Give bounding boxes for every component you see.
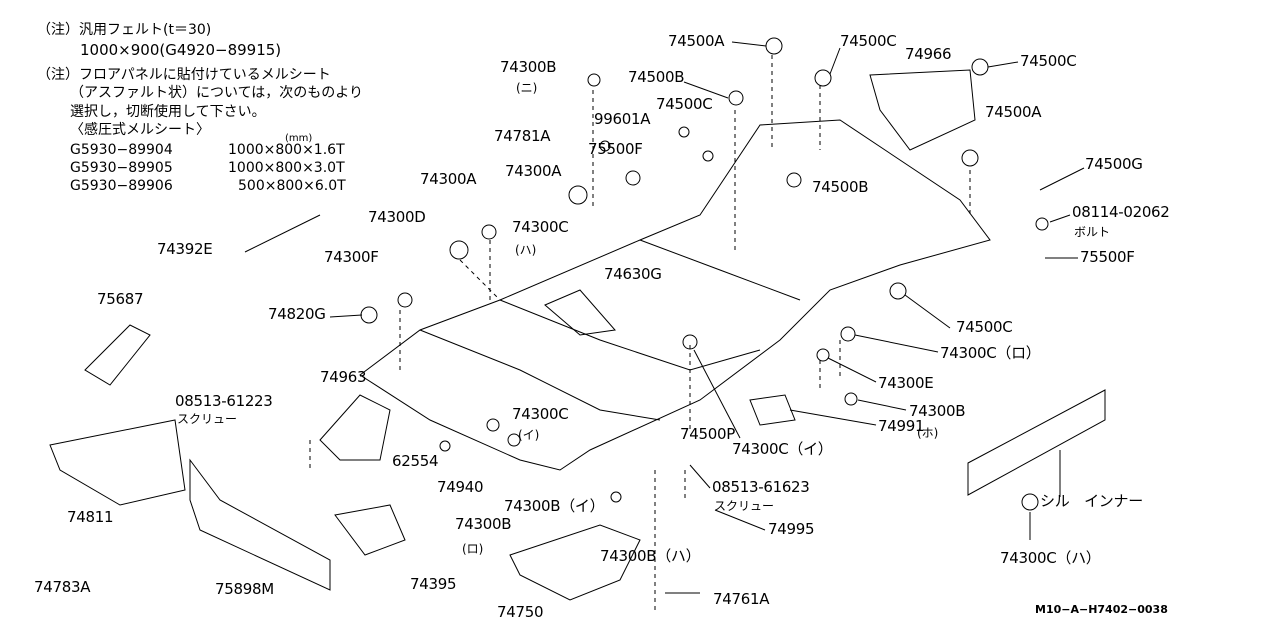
part-label: 74300E (878, 374, 934, 392)
part-label: 74811 (67, 508, 114, 526)
part-label: 74500A (668, 32, 725, 50)
part-label: 74500C (1020, 52, 1077, 70)
sill-inner-plate (967, 389, 1106, 496)
part-label: 74300B（イ） (504, 497, 605, 515)
part-label: 74500A (985, 103, 1042, 121)
part-label: 08114-02062 (1072, 203, 1170, 221)
part-label: (ニ) (516, 81, 538, 95)
part-label: 74500B (812, 178, 869, 196)
part-label: 74300B（ハ） (600, 547, 701, 565)
part-label: 74300D (368, 208, 426, 226)
part-label: 74300C（イ） (732, 440, 833, 458)
part-label: 74300C (512, 218, 569, 236)
note-2-line-4: 〈感圧式メルシート〉 (70, 122, 210, 138)
note-2-line-1: （注）フロアパネルに貼付けているメルシート (37, 67, 331, 83)
floor-panel (359, 119, 991, 471)
part-label: 74500B (628, 68, 685, 86)
part-label: 75500F (588, 140, 643, 158)
part-label: 74781A (494, 127, 551, 145)
part-label: 74395 (410, 575, 457, 593)
part-label: (ホ) (917, 426, 939, 440)
part-label: 08513-61223 (175, 392, 273, 410)
leader-lines (244, 41, 1085, 594)
part-label: 74940 (437, 478, 484, 496)
part-label: (ロ) (462, 542, 484, 556)
part-label: 74500P (680, 425, 735, 443)
part-label: スクリュー (714, 499, 775, 513)
sheet-size: 500×800×6.0T (238, 178, 346, 194)
part-label: 74500C (840, 32, 897, 50)
part-label: 74963 (320, 368, 367, 386)
part-label: 74300C (512, 405, 569, 423)
part-label: 74300C（ロ） (940, 344, 1041, 362)
part-label: 74300F (324, 248, 379, 266)
part-label: 74500C (656, 95, 713, 113)
part-label: 74300C（ハ） (1000, 549, 1101, 567)
diagram-code: M10−A−H7402−0038 (1035, 603, 1168, 616)
part-label: 99601A (594, 110, 651, 128)
part-label: 75898M (215, 580, 274, 598)
note-1-line-1: （注）汎用フェルト(t＝30) (37, 22, 212, 38)
part-label: 74966 (905, 45, 952, 63)
part-label: ボルト (1074, 225, 1111, 239)
part-label: 75500F (1080, 248, 1135, 266)
part-label: 74500G (1085, 155, 1143, 173)
dashed-leaders (309, 55, 971, 610)
sheet-size: 1000×800×1.6T (228, 142, 345, 158)
part-label: 74500C (956, 318, 1013, 336)
brackets (49, 69, 976, 601)
part-label: 74761A (713, 590, 770, 608)
part-label: スクリュー (177, 412, 238, 426)
note-1-line-2: 1000×900(G4920−89915) (80, 41, 282, 59)
part-label: 74991 (878, 417, 925, 435)
part-label: シル インナー (1040, 492, 1143, 510)
part-label: 74820G (268, 305, 326, 323)
part-label: 74300B (500, 58, 557, 76)
note-2-line-3: 選択し，切断使用して下さい。 (70, 104, 266, 120)
part-label: 74630G (604, 265, 662, 283)
part-label: 74995 (768, 520, 815, 538)
part-label: (イ) (518, 428, 540, 442)
part-label: 62554 (392, 452, 439, 470)
part-label: 75687 (97, 290, 144, 308)
sheet-part: G5930−89904 (70, 142, 173, 158)
sheet-part: G5930−89906 (70, 178, 173, 194)
unit-label: (mm) (285, 133, 313, 144)
part-label: 74750 (497, 603, 544, 621)
sheet-size: 1000×800×3.0T (228, 160, 345, 176)
part-label: 08513-61623 (712, 478, 810, 496)
part-label: (ハ) (515, 243, 537, 257)
note-2-line-2: （アスファルト状）については，次のものより (70, 85, 364, 101)
sheet-part: G5930−89905 (70, 160, 173, 176)
part-label: 74392E (157, 240, 213, 258)
part-label: 74300A (420, 170, 477, 188)
part-label: 74783A (34, 578, 91, 596)
part-label: 74300B (455, 515, 512, 533)
part-label: 74300B (909, 402, 966, 420)
part-label: 74300A (505, 162, 562, 180)
